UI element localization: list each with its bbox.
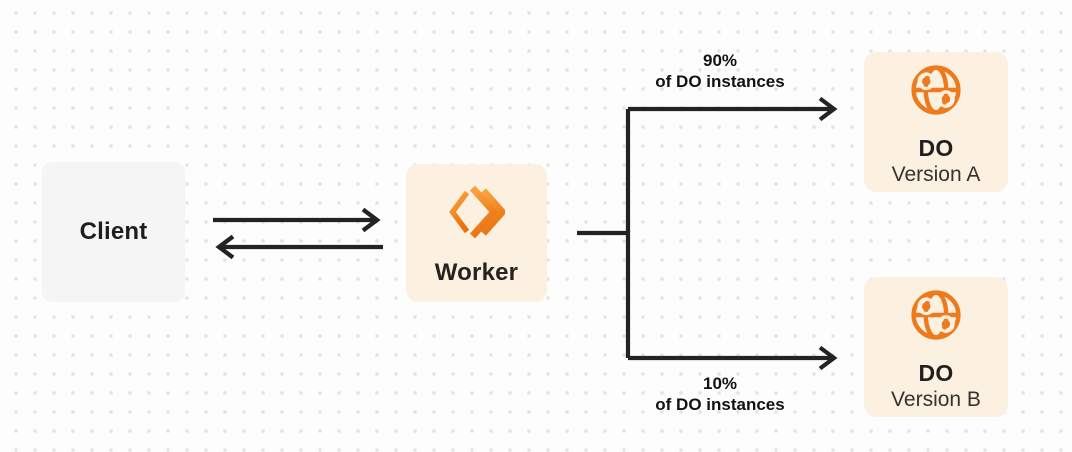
branch-percent: 90%	[702, 51, 738, 70]
client-worker-arrows	[213, 207, 383, 260]
worker-node: Worker	[406, 164, 547, 302]
globe-icon	[909, 63, 963, 117]
do-b-title: DO	[918, 360, 954, 386]
worker-label: Worker	[434, 259, 519, 286]
client-node: Client	[42, 162, 185, 302]
workers-chevrons-icon	[448, 184, 507, 240]
do-a-title: DO	[918, 135, 954, 161]
branch-arrow-top	[628, 96, 838, 122]
globe-icon	[909, 288, 963, 342]
response-arrow	[215, 234, 383, 260]
branch-percent: 10%	[702, 374, 738, 393]
branch-label-90: 90% of DO instances	[616, 50, 824, 93]
branch-label-10: 10% of DO instances	[616, 373, 824, 416]
do-a-subtitle: Version A	[891, 163, 981, 186]
client-label: Client	[79, 218, 148, 245]
do-b-subtitle: Version B	[891, 388, 981, 411]
fork-connector	[577, 96, 838, 371]
do-version-b-node: DO Version B	[864, 277, 1008, 417]
do-version-a-node: DO Version A	[864, 52, 1008, 192]
request-arrow	[213, 207, 381, 233]
branch-caption: of DO instances	[655, 395, 785, 414]
branch-arrow-bottom	[628, 345, 838, 371]
branch-caption: of DO instances	[655, 72, 785, 91]
